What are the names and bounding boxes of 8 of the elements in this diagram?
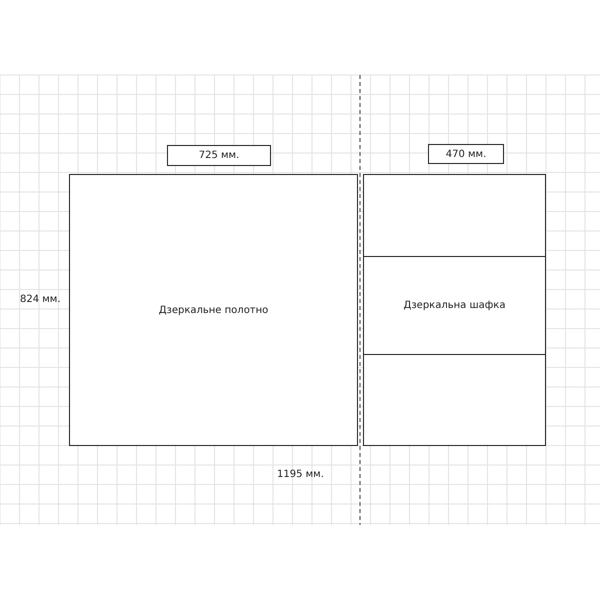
dimension-box: 470 мм. [428, 144, 504, 164]
cabinet-section [363, 174, 546, 257]
dimension-label: 1195 мм. [277, 469, 324, 480]
cabinet-section [363, 354, 546, 446]
mirror-panel: Дзеркальне полотно [69, 174, 358, 446]
dimension-box: 725 мм. [167, 145, 271, 166]
cabinet-section: Дзеркальна шафка [363, 256, 546, 355]
dimension-label: 824 мм. [20, 294, 61, 305]
